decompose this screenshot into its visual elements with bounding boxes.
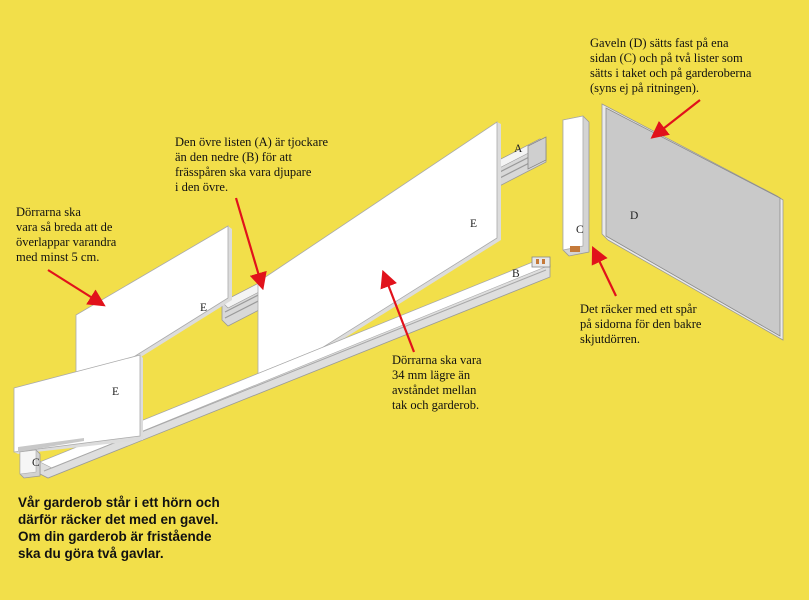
note-gable: Gaveln (D) sätts fast på ena sidan (C) o…: [590, 36, 752, 95]
arrow-groove: [591, 246, 617, 297]
label-e-small: E: [112, 386, 120, 398]
arrow-upper-rail: [234, 197, 267, 291]
note-groove: Det räcker med ett spår på sidorna för d…: [580, 302, 702, 346]
label-e-large: E: [470, 218, 478, 230]
note-footer: Vår garderob står i ett hörn och därför …: [18, 495, 220, 561]
label-b: B: [512, 268, 520, 280]
door-e-large: [257, 121, 501, 390]
side-post-c-right: [562, 115, 590, 257]
note-doors-height: Dörrarna ska vara 34 mm lägre än avstånd…: [392, 353, 482, 412]
door-e-small: [13, 354, 143, 454]
note-doors-overlap: Dörrarna ska vara så breda att de överla…: [16, 205, 117, 264]
label-d: D: [630, 210, 639, 222]
label-c-right: C: [576, 224, 584, 236]
arrow-doors-overlap: [47, 269, 106, 307]
side-post-c-left: [19, 449, 41, 479]
gable-d: [601, 103, 784, 341]
label-a: A: [514, 143, 523, 155]
label-c-left: C: [32, 457, 40, 469]
arrow-doors-height: [380, 269, 416, 353]
door-e-middle: [75, 225, 232, 395]
note-upper-rail: Den övre listen (A) är tjockare än den n…: [175, 135, 329, 194]
label-e-middle: E: [200, 302, 208, 314]
callout-arrows: [47, 99, 701, 353]
arrow-gable: [650, 99, 701, 139]
